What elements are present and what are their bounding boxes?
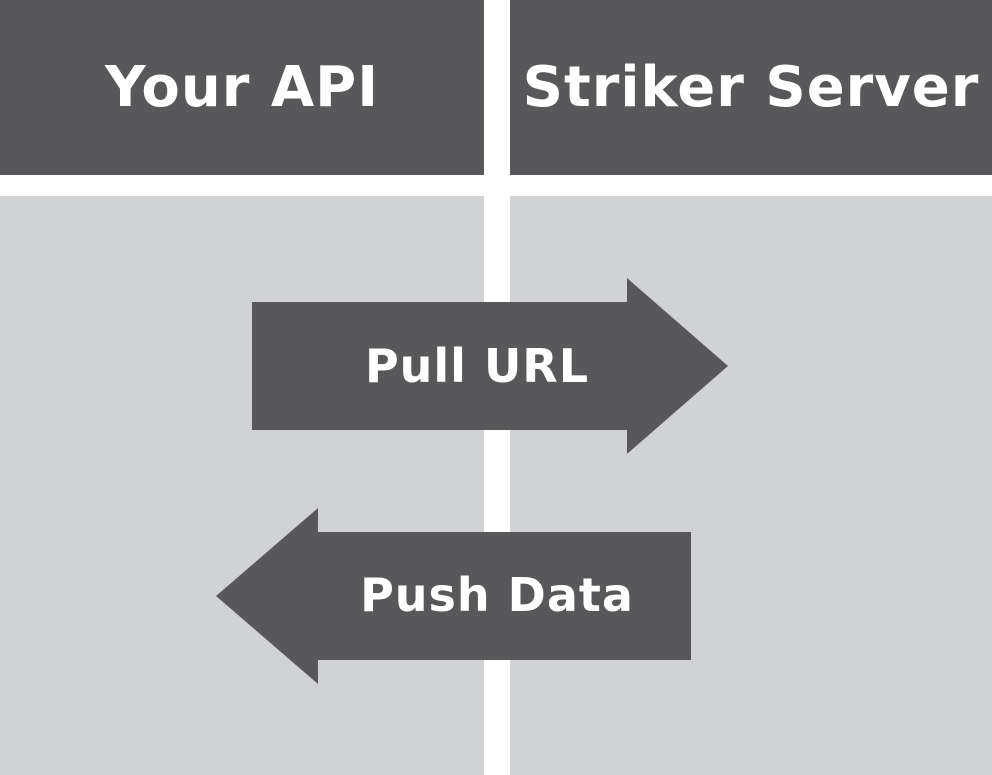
column-title-striker-server: Striker Server (522, 55, 980, 120)
column-header-your-api: Your API (0, 0, 484, 175)
column-header-striker-server: Striker Server (510, 0, 992, 175)
column-panel-striker-server (510, 196, 992, 775)
push-data-arrow-label: Push Data (360, 568, 634, 622)
column-title-your-api: Your API (104, 55, 380, 120)
push-data-arrow-shape (216, 508, 691, 684)
column-panel-your-api (0, 196, 484, 775)
pull-url-arrow-label: Pull URL (365, 339, 589, 393)
pull-url-arrow-shape (252, 278, 728, 454)
push-data-arrow: Push Data (216, 508, 691, 684)
pull-url-arrow: Pull URL (252, 278, 728, 454)
